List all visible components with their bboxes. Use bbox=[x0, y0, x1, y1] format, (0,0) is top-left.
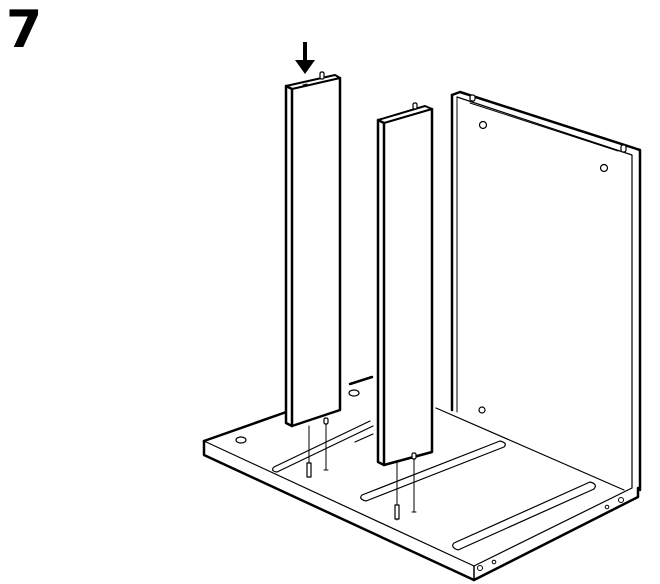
grooves bbox=[271, 420, 596, 551]
middle-panel bbox=[376, 102, 434, 521]
left-panel bbox=[284, 71, 342, 478]
press-down-arrow-icon bbox=[295, 42, 315, 74]
step-number: 7 bbox=[6, 0, 43, 60]
base-board bbox=[202, 375, 640, 582]
back-panel bbox=[450, 90, 642, 492]
